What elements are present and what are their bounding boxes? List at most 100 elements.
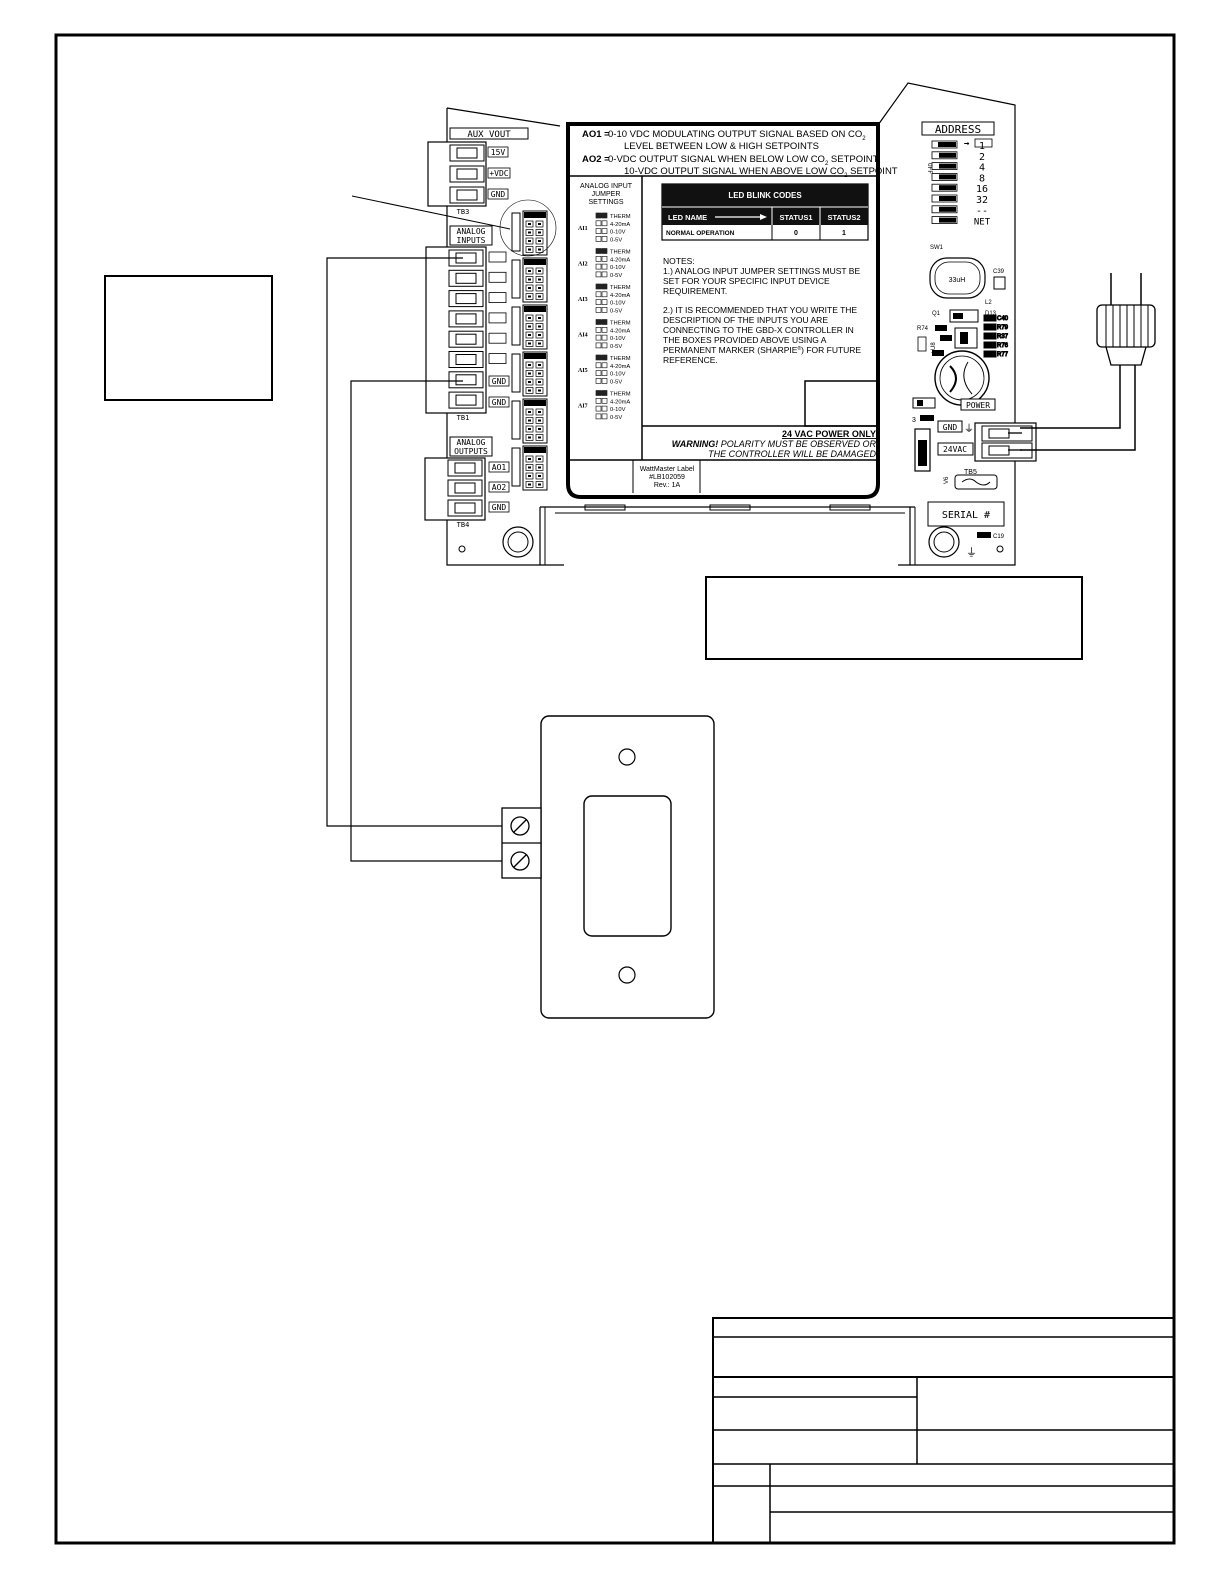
field-wiring xyxy=(326,257,502,862)
warning-line2: THE CONTROLLER WILL BE DAMAGED xyxy=(708,449,876,459)
resistor-label: R77 xyxy=(997,352,1009,358)
jumper-option-label: THERM xyxy=(610,392,631,398)
jumper-pin-dot xyxy=(528,364,531,366)
leader-line xyxy=(351,195,511,230)
controller-label-panel: AO1 = 0-10 VDC MODULATING OUTPUT SIGNAL … xyxy=(566,122,898,499)
jumper-pin-dot xyxy=(538,278,541,281)
arrow-marker: → xyxy=(964,139,970,149)
power-section: 33uH C39 L2 Q1 D13 R74 U8 C40R79R37R76R7… xyxy=(912,257,1037,559)
wattmaster-label-1: WattMaster Label xyxy=(640,466,695,473)
jumper-option-label: THERM xyxy=(610,356,631,362)
legend-pin xyxy=(595,255,602,262)
r74-label: R74 xyxy=(917,326,929,332)
ao2-line2: 10-VDC OUTPUT SIGNAL WHEN ABOVE LOW CO2 … xyxy=(624,166,898,179)
notes: NOTES: 1.) ANALOG INPUT JUMPER SETTINGS … xyxy=(663,256,861,365)
jumper-group-label: AI3 xyxy=(578,297,588,303)
jumper-option-label: 4-20mA xyxy=(610,293,630,299)
sensor-label-box xyxy=(104,275,273,401)
analog-outputs-label-1: ANALOG xyxy=(457,438,486,447)
jumper-option-label: THERM xyxy=(610,250,631,256)
legend-jumper-on xyxy=(596,213,607,218)
jumper-option-label: 0-10V xyxy=(610,372,626,378)
dip-lever xyxy=(939,174,956,180)
legend-pin xyxy=(601,299,608,305)
addr-on-box xyxy=(974,138,993,148)
jumper-pin-dot xyxy=(538,411,541,413)
off-label: OFF xyxy=(926,163,933,174)
jumper-cap xyxy=(524,212,546,218)
jumper-pin-dot xyxy=(528,334,531,336)
resistor-label: R79 xyxy=(997,325,1009,331)
l2-label: L2 xyxy=(985,300,992,306)
jumper-option-label: 4-20mA xyxy=(610,222,630,228)
analog-inputs-label-1: ANALOG xyxy=(457,227,486,236)
jumper-option-label: 4-20mA xyxy=(610,257,630,263)
led-row-status2: 1 xyxy=(842,230,846,237)
legend-pin xyxy=(601,326,608,333)
three-label: 3 xyxy=(912,417,916,424)
ao1-line1: 0-10 VDC MODULATING OUTPUT SIGNAL BASED … xyxy=(608,129,866,142)
jumper-option-label: 0-5V xyxy=(610,308,622,314)
note2-line6: REFERENCE. xyxy=(663,355,718,365)
jumper-option-label: 0-10V xyxy=(610,336,626,342)
notes-title: NOTES: xyxy=(663,256,695,266)
warning-line1: WARNING! POLARITY MUST BE OBSERVED OR xyxy=(672,439,877,449)
ai-label-blank xyxy=(488,332,507,344)
led-col-status2: STATUS2 xyxy=(827,213,860,222)
gnd-label-ai2: GND xyxy=(492,398,507,407)
legend-pin xyxy=(595,413,602,420)
jumper-option-label: 0-10V xyxy=(610,301,626,307)
cap-plus: + xyxy=(931,348,936,357)
note1-line2: SET FOR YOUR SPECIFIC INPUT DEVICE xyxy=(663,276,830,286)
ao1-description: AO1 = xyxy=(582,129,610,140)
jumper-option-label: 0-5V xyxy=(610,273,622,279)
resistor-label: R37 xyxy=(997,334,1009,340)
ai-terminal-screw xyxy=(455,313,477,325)
legend-pin xyxy=(601,271,608,278)
legend-pin xyxy=(595,334,602,341)
legend-pin xyxy=(595,370,602,376)
vdc-label: +VDC xyxy=(489,169,508,178)
power-title: 24 VAC POWER ONLY xyxy=(782,429,876,439)
jumper-pin-dot xyxy=(528,483,531,486)
note2-line3: CONNECTING TO THE GBD-X CONTROLLER IN xyxy=(663,325,854,335)
jumper-pin-dot xyxy=(538,475,541,477)
note2-line1: 2.) IT IS RECOMMENDED THAT YOU WRITE THE xyxy=(663,305,857,315)
legend-pin xyxy=(601,291,608,298)
jumper-title-1: ANALOG INPUT xyxy=(580,183,633,190)
jumper-pin-dot xyxy=(538,270,541,272)
address-value: 32 xyxy=(976,195,988,206)
legend-pin xyxy=(601,397,608,404)
address-label: ADDRESS xyxy=(935,123,981,136)
jumper-pin-dot xyxy=(528,270,531,272)
smd-resistor xyxy=(983,341,997,349)
jumper-pin-dot xyxy=(528,295,531,298)
jumper-pin-dot xyxy=(538,483,541,486)
jumper-pin-dot xyxy=(528,411,531,413)
jumper-slot xyxy=(511,259,521,299)
address-value: 4 xyxy=(979,163,985,174)
analog-outputs-label-2: OUTPUTS xyxy=(454,447,488,456)
jumper-pin-dot xyxy=(538,295,541,298)
legend-pin xyxy=(601,334,608,341)
led-table-title: LED BLINK CODES xyxy=(728,191,802,200)
jumper-headers xyxy=(511,210,548,491)
legend-pin xyxy=(601,370,608,376)
sw1-label: SW1 xyxy=(930,245,944,251)
jumper-pin-dot xyxy=(538,364,541,366)
jumper-pin-dot xyxy=(538,372,541,375)
ai-label-blank xyxy=(488,312,507,324)
jumper-pin-dot xyxy=(538,248,541,251)
legend-pin xyxy=(595,263,602,270)
led-col-status1: STATUS1 xyxy=(779,213,812,222)
jumper-pin-dot xyxy=(528,372,531,375)
jumper-option-label: THERM xyxy=(610,285,631,291)
jumper-pin-dot xyxy=(538,419,541,422)
aux-vout-label: AUX VOUT xyxy=(467,130,511,140)
gnd-label-ai1: GND xyxy=(492,377,507,386)
analog-outputs-terminal: ANALOG OUTPUTS AO1 AO2 GND TB4 xyxy=(424,436,510,529)
jumper-group-label: AI1 xyxy=(578,226,588,232)
